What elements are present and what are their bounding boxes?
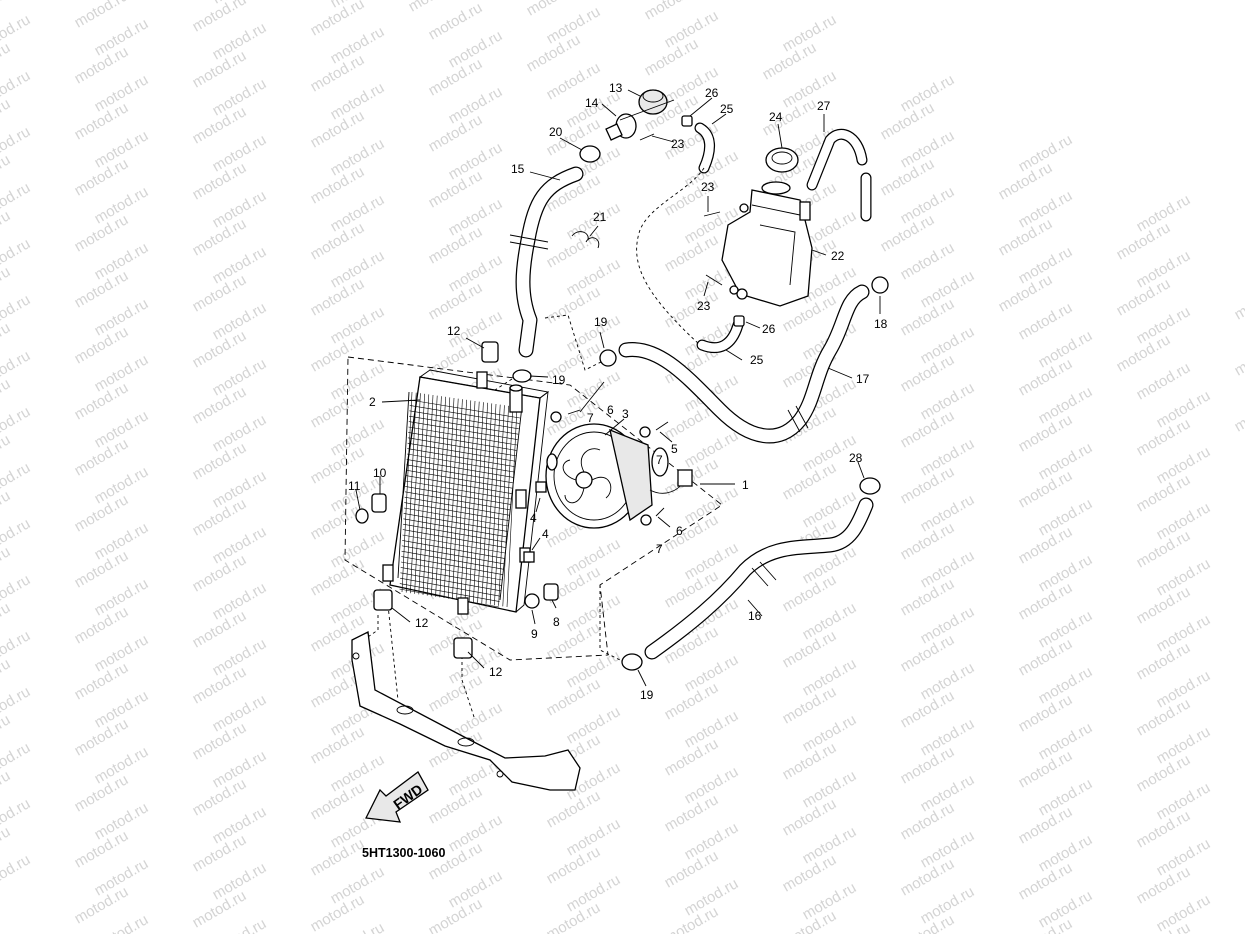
coolant-reservoir — [721, 181, 813, 307]
elbow-26a — [681, 115, 693, 127]
grommet-12c — [453, 637, 473, 659]
callout-25b: 25 — [750, 353, 764, 367]
hose-clamp-20 — [579, 145, 601, 163]
callout-21: 21 — [593, 210, 607, 224]
callout-13: 13 — [609, 81, 623, 95]
callout-22: 22 — [831, 249, 845, 263]
callout-6b: 6 — [676, 524, 683, 538]
hose-clamp-19a — [599, 349, 617, 367]
callout-20: 20 — [549, 125, 563, 139]
callout-6a: 6 — [607, 403, 614, 417]
hose-clamp-28 — [859, 477, 881, 495]
radiator-core-fins — [399, 391, 521, 608]
callout-3: 3 — [622, 407, 629, 421]
callout-15: 15 — [511, 162, 525, 176]
collar-4a — [535, 481, 547, 493]
watermark-text: motod.ru — [0, 851, 33, 895]
watermark-text: motod.ru — [1016, 299, 1076, 343]
callout-23b: 23 — [701, 180, 715, 194]
assembly-outline — [344, 356, 723, 661]
callout-8: 8 — [553, 615, 560, 629]
filler-neck — [605, 99, 675, 141]
callout-27: 27 — [817, 99, 831, 113]
callout-labels: 1 2 3 4 4 5 6 6 7 7 7 8 9 10 11 12 12 12… — [348, 81, 888, 702]
callout-26b: 26 — [762, 322, 776, 336]
callout-24: 24 — [769, 110, 783, 124]
watermark-text: motod.ru — [1134, 359, 1194, 403]
callout-16: 16 — [748, 609, 762, 623]
callout-12b: 12 — [415, 616, 429, 630]
callout-10: 10 — [373, 466, 387, 480]
hose-clamp-19b — [512, 369, 532, 383]
callout-11: 11 — [348, 479, 361, 493]
callout-4b: 4 — [542, 527, 549, 541]
callout-25a: 25 — [720, 102, 734, 116]
hose-clamp-19c — [621, 653, 643, 671]
forward-arrow: FWD — [365, 771, 429, 823]
watermark-text: motod.ru — [426, 0, 486, 43]
callout-7c: 7 — [656, 542, 663, 556]
watermark-text: motod.ru — [898, 239, 958, 283]
callout-28: 28 — [849, 451, 863, 465]
watermark-text: motod.ru — [1232, 279, 1245, 323]
callout-18: 18 — [874, 317, 888, 331]
washer-11 — [355, 508, 369, 524]
collar-4b — [523, 551, 535, 563]
callout-23c: 23 — [697, 299, 711, 313]
hose-clips-21 — [571, 231, 600, 249]
callout-19b: 19 — [552, 373, 566, 387]
watermark-text: motod.ru — [1232, 335, 1245, 379]
screw-23c — [705, 274, 723, 286]
callout-23a: 23 — [671, 137, 685, 151]
callout-9: 9 — [531, 627, 538, 641]
callout-5: 5 — [671, 442, 678, 456]
screw-23b — [703, 211, 721, 217]
plug-8 — [543, 583, 559, 601]
callout-4a: 4 — [530, 511, 537, 525]
callout-7b: 7 — [656, 453, 663, 467]
grommet-12b — [373, 589, 393, 611]
watermark-text: motod.ru — [1232, 391, 1245, 435]
callout-12a: 12 — [447, 324, 461, 338]
callout-12c: 12 — [489, 665, 503, 679]
sensor-10 — [371, 493, 387, 513]
callout-14: 14 — [585, 96, 599, 110]
callout-2: 2 — [369, 395, 376, 409]
gasket-9 — [524, 593, 540, 609]
radiator-cap — [638, 89, 668, 115]
elbow-26b — [733, 315, 745, 327]
diagram-code: 5HT1300-1060 — [362, 846, 445, 860]
leader-lines — [355, 89, 881, 687]
callout-7a: 7 — [587, 411, 594, 425]
grommet-12a — [481, 341, 499, 363]
callout-1: 1 — [742, 478, 749, 492]
screw-23a — [639, 133, 655, 141]
cooling-fan — [545, 423, 693, 529]
radiator — [382, 369, 550, 615]
callout-26a: 26 — [705, 86, 719, 100]
callout-19c: 19 — [640, 688, 654, 702]
callout-19a: 19 — [594, 315, 608, 329]
hose-clamp-18 — [871, 276, 889, 294]
callout-17: 17 — [856, 372, 870, 386]
